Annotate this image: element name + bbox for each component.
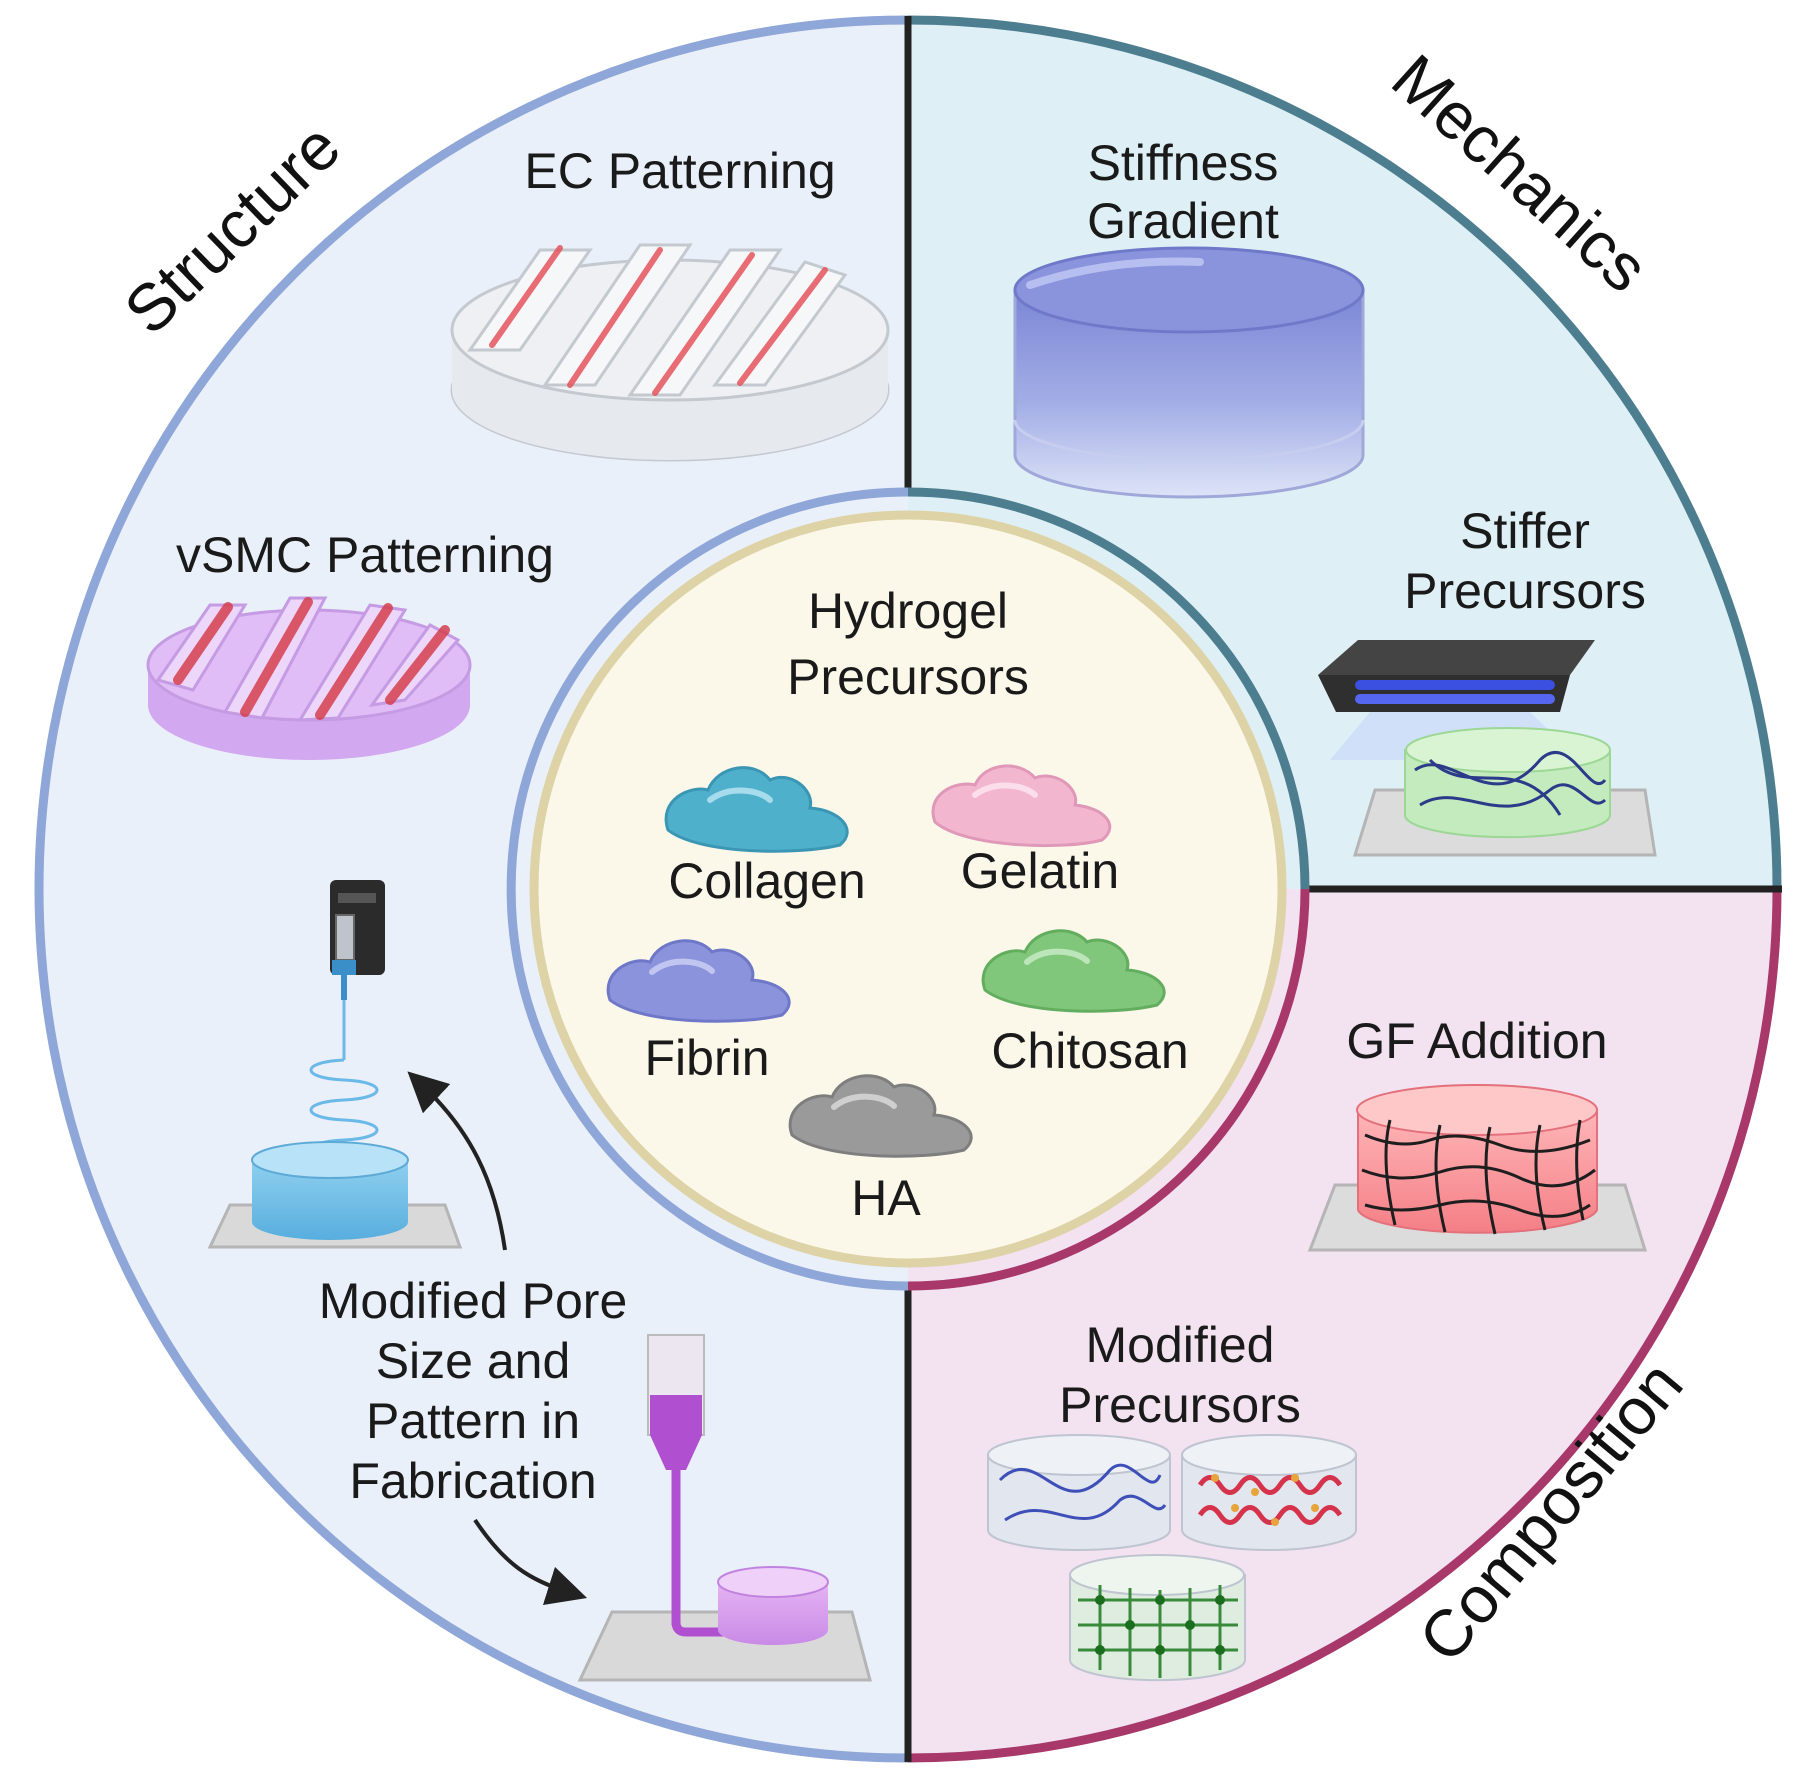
- ha-blob-icon: [788, 1074, 973, 1158]
- electrospinning-setup-icon: [207, 880, 463, 1249]
- uv-lamp-icon: [1318, 640, 1595, 760]
- material-label-gelatin: Gelatin: [961, 843, 1119, 899]
- modified-precursors-hydrogels-icon: [987, 1434, 1357, 1682]
- label-modified-precursors-line1: Modified: [1086, 1317, 1275, 1373]
- material-label-ha: HA: [851, 1170, 921, 1226]
- inner-structure-arc: [506, 487, 909, 1291]
- material-label-chitosan: Chitosan: [991, 1023, 1188, 1079]
- inner-ring: [506, 487, 1310, 1291]
- label-stiffer-line1: Stiffer: [1460, 503, 1590, 559]
- center-circle: [529, 510, 1287, 1268]
- label-ec-patterning: EC Patterning: [524, 143, 835, 199]
- label-vsmc-patterning: vSMC Patterning: [176, 527, 554, 583]
- label-stiffness-line2: Gradient: [1087, 193, 1279, 249]
- label-stiffer-line2: Precursors: [1404, 563, 1646, 619]
- inner-mechanics-arc: [907, 487, 1310, 890]
- center-title-line2: Precursors: [787, 649, 1029, 705]
- crosslinked-hydrogel-icon: [1352, 727, 1657, 857]
- arrow-up-icon: [407, 1071, 507, 1251]
- mechanics-ring-arc: [907, 15, 1782, 890]
- stiffness-gradient-hydrogel-icon: [1013, 246, 1365, 499]
- label-modified-pore: Modified Pore Size and Pattern in Fabric…: [319, 1273, 628, 1509]
- fibrin-blob-icon: [606, 939, 791, 1023]
- chitosan-blob-icon: [981, 929, 1166, 1013]
- ec-patterning-scaffold-icon: [450, 243, 890, 462]
- pore-label-line1: Modified Pore: [319, 1273, 628, 1329]
- label-stiffness-line1: Stiffness: [1088, 135, 1279, 191]
- divider-lines: [904, 16, 1782, 1762]
- material-label-fibrin: Fibrin: [644, 1030, 769, 1086]
- gf-addition-hydrogel-icon: [1307, 1084, 1648, 1252]
- center-title-line1: Hydrogel: [808, 583, 1008, 639]
- composition-ring-arc: [907, 888, 1782, 1763]
- gelatin-blob-icon: [931, 764, 1112, 848]
- arrow-down-icon: [473, 1518, 588, 1606]
- label-modified-precursors-line2: Precursors: [1059, 1377, 1301, 1433]
- pore-label-line2: Size and: [376, 1333, 571, 1389]
- inner-composition-arc: [907, 888, 1310, 1291]
- collagen-blob-icon: [664, 766, 849, 853]
- pore-label-line3: Pattern in: [366, 1393, 580, 1449]
- bioprinter-nozzle-icon: [577, 1334, 872, 1682]
- label-gf-addition: GF Addition: [1346, 1013, 1607, 1069]
- outer-ring: [34, 15, 1782, 1763]
- material-label-collagen: Collagen: [668, 853, 865, 909]
- pore-label-line4: Fabrication: [349, 1453, 596, 1509]
- vsmc-patterning-scaffold-icon: [146, 596, 472, 760]
- structure-ring-arc: [34, 15, 909, 1763]
